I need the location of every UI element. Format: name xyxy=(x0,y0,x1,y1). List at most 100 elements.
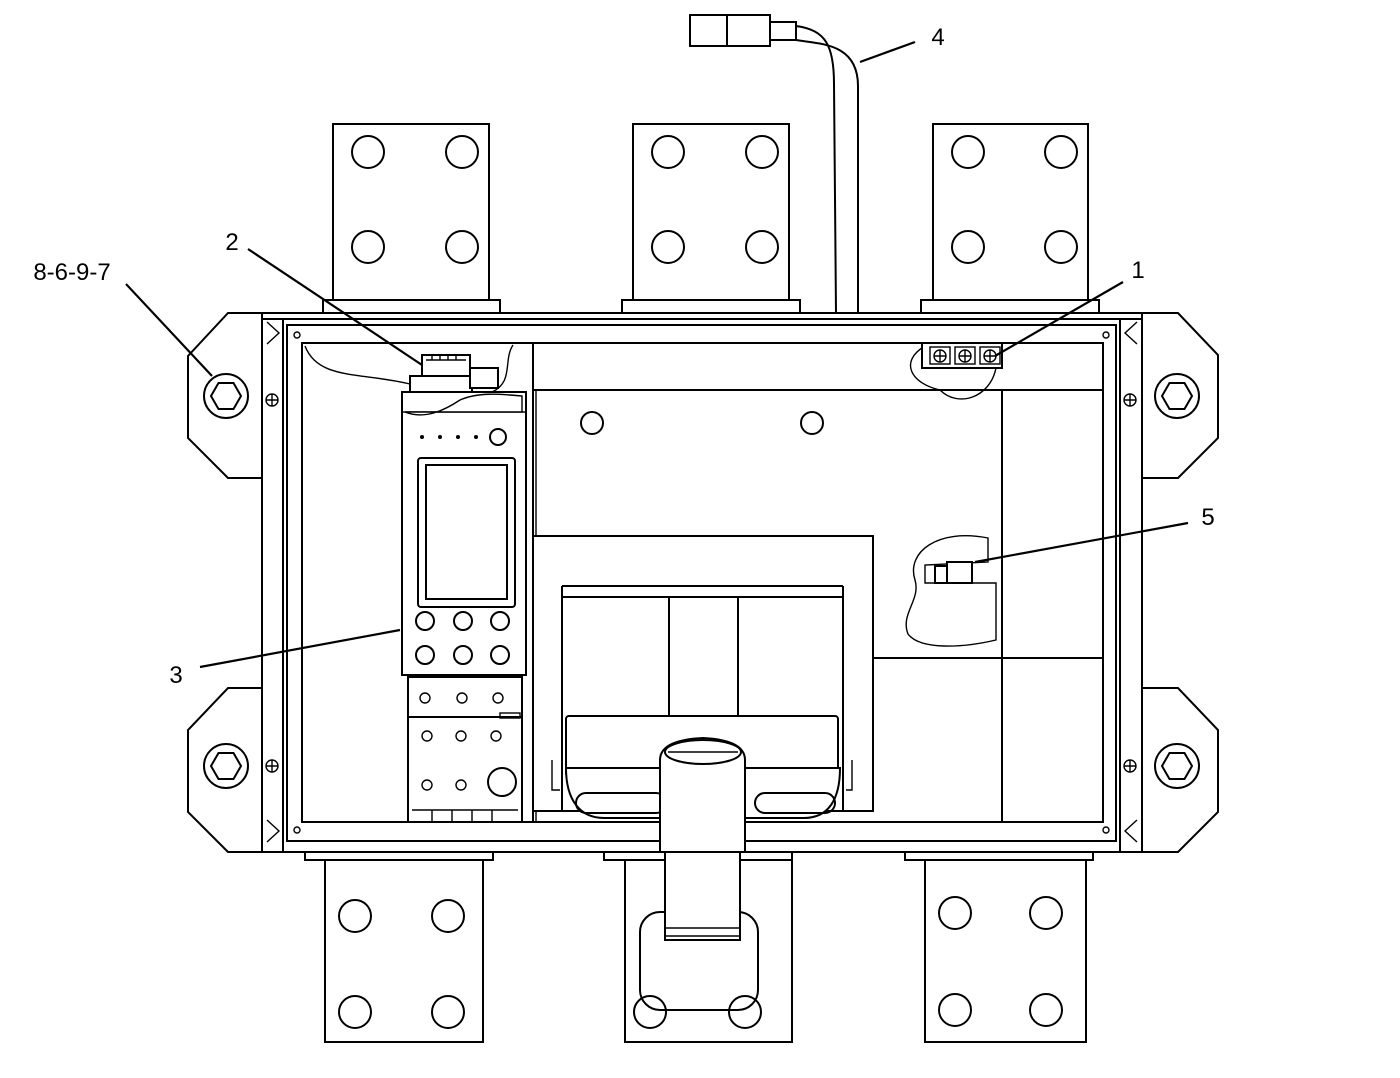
plug-housing xyxy=(689,14,728,47)
bottom-terminal-pad xyxy=(904,851,1094,1043)
hex-bolt-icon xyxy=(203,743,249,789)
screw-cross xyxy=(266,760,278,772)
control-cable xyxy=(689,14,859,314)
screw-cross xyxy=(1124,760,1136,772)
top-terminal-pad xyxy=(621,123,801,314)
leader-terminal-block xyxy=(994,281,1124,357)
bolt-hole xyxy=(338,995,372,1029)
pad-base xyxy=(904,851,1094,861)
top-terminal-pad xyxy=(920,123,1100,314)
handle-stem xyxy=(664,839,741,941)
rating-plug-module xyxy=(407,676,523,823)
bolt-hole xyxy=(1029,993,1063,1027)
bolt-hole xyxy=(728,995,762,1029)
bolt-hole xyxy=(1029,896,1063,930)
module-screw xyxy=(421,730,433,742)
side-mark xyxy=(1123,321,1138,345)
bolt-head xyxy=(209,752,243,780)
bracket-right-top xyxy=(1141,312,1219,479)
trip-unit xyxy=(401,354,527,823)
bolt-hole xyxy=(351,230,385,264)
hex-bolt-icon xyxy=(1154,743,1200,789)
bolt-hole xyxy=(633,995,667,1029)
pad-base xyxy=(621,299,801,314)
status-led-icon xyxy=(474,435,478,439)
side-screw-icon xyxy=(1123,759,1137,773)
pad-plate xyxy=(332,123,490,305)
pad-plate xyxy=(932,123,1089,305)
bolt-washer xyxy=(203,743,249,789)
keypad-button xyxy=(490,645,510,665)
panel-screw xyxy=(293,331,301,339)
bottom-terminal-pads xyxy=(304,851,1094,1043)
test-port-icon xyxy=(489,428,507,446)
wire xyxy=(909,345,997,400)
bolt-washer xyxy=(1154,373,1200,419)
leader-cable xyxy=(859,40,916,64)
callout-labels: 4 2 8-6-9-7 1 5 3 xyxy=(33,24,1214,689)
module-screw xyxy=(456,692,468,704)
side-screw-icon xyxy=(265,393,279,407)
callout-leaders xyxy=(125,40,1189,669)
side-screw-icon xyxy=(1123,393,1137,407)
bolt-hole xyxy=(1044,230,1078,264)
module-screw xyxy=(455,779,467,791)
keypad-button xyxy=(453,645,473,665)
mechanism-stop xyxy=(551,760,853,791)
callout-connector: 2 xyxy=(225,229,238,256)
bolt-hole xyxy=(651,230,685,264)
top-terminal-pads xyxy=(322,123,1100,314)
panel-screw xyxy=(293,826,301,834)
cover-hole xyxy=(800,411,824,435)
module-tab xyxy=(499,712,521,719)
wire xyxy=(304,345,411,385)
bolt-washer xyxy=(203,373,249,419)
callout-trip-unit: 3 xyxy=(169,662,182,689)
status-led-icon xyxy=(456,435,460,439)
cable-edge xyxy=(795,39,859,313)
bolt-hole xyxy=(431,995,465,1029)
module-screw xyxy=(419,692,431,704)
module-knob xyxy=(487,767,517,797)
side-mark xyxy=(266,321,281,345)
bolt-hole xyxy=(651,135,685,169)
module-screw xyxy=(421,779,433,791)
bolt-hole xyxy=(745,135,779,169)
connector-wire-loop xyxy=(905,535,997,647)
bolt-washer xyxy=(1154,743,1200,789)
terminal xyxy=(979,346,1001,365)
side-mark xyxy=(1123,819,1138,843)
bottom-terminal-pad xyxy=(304,851,494,1043)
module-screw xyxy=(490,730,502,742)
bolt-hole xyxy=(938,993,972,1027)
bolt-head xyxy=(1160,752,1194,780)
side-screw-icon xyxy=(265,759,279,773)
keypad-button xyxy=(415,645,435,665)
callout-mounting-bolts: 8-6-9-7 xyxy=(33,259,110,286)
connector-latch xyxy=(934,565,948,584)
keypad-button xyxy=(490,611,510,631)
display-screen xyxy=(425,464,508,600)
callout-terminal-block: 1 xyxy=(1131,257,1144,284)
pad-base xyxy=(304,851,494,861)
bolt-hole xyxy=(1044,135,1078,169)
panel-screw xyxy=(1102,826,1110,834)
leader-connector xyxy=(247,248,423,366)
side-mark xyxy=(266,819,281,843)
bolt-hole xyxy=(338,899,372,933)
plug-strain-relief xyxy=(769,21,797,41)
handle-body xyxy=(659,736,746,853)
cradle-slot xyxy=(754,792,836,814)
keypad-button xyxy=(415,611,435,631)
bolt-hole xyxy=(445,135,479,169)
panel-screw xyxy=(1102,331,1110,339)
pad-plate xyxy=(924,859,1087,1043)
auxiliary-connector xyxy=(905,535,997,647)
screw-cross xyxy=(266,394,278,406)
bracket-left-top xyxy=(187,312,263,479)
cable-edge xyxy=(795,25,837,314)
top-terminal-pad xyxy=(322,123,501,314)
display-bezel xyxy=(417,457,516,608)
bracket-left-bottom xyxy=(187,687,263,853)
leader-mounting-bolts xyxy=(125,283,213,377)
